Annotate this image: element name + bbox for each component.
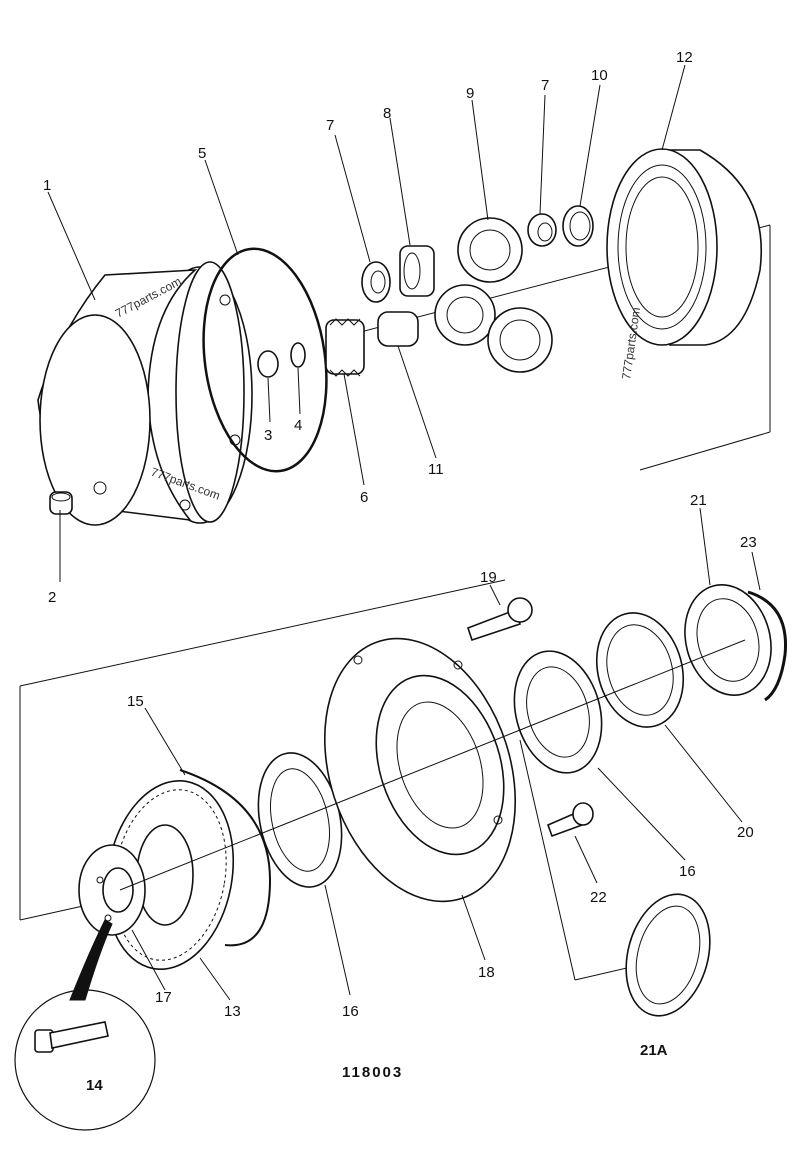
part-7-circlip-left: [361, 261, 391, 303]
label-17: 17: [155, 989, 172, 1006]
figure-number: 118003: [342, 1064, 403, 1081]
label-19: 19: [480, 569, 497, 586]
part-6-sun-gear: [325, 318, 365, 377]
part-5-o-ring: [202, 247, 328, 473]
label-16-right: 16: [679, 863, 696, 880]
label-18: 18: [478, 964, 495, 981]
part-1-hub-housing: [37, 261, 253, 526]
shaft-axis: [119, 639, 746, 891]
part-3-washer: [257, 350, 279, 378]
part-21a-seal: [625, 893, 711, 1017]
part-20-seal: [595, 612, 685, 728]
label-7-right: 7: [541, 77, 549, 94]
label-9: 9: [466, 85, 474, 102]
label-21: 21: [690, 492, 707, 509]
label-23: 23: [740, 534, 757, 551]
part-13-drive-ring: [105, 780, 235, 970]
part-21-seal: [684, 584, 772, 696]
part-8-needle-bearing: [399, 245, 435, 297]
label-7-left: 7: [326, 117, 334, 134]
part-11-spacer: [377, 311, 419, 347]
part-19-bolt: [466, 597, 533, 642]
label-11: 11: [428, 461, 444, 478]
part-17-flange-nut: [78, 844, 146, 936]
part-7-circlip-right: [527, 213, 557, 247]
label-6: 6: [360, 489, 368, 506]
label-16-left: 16: [342, 1003, 359, 1020]
lower-assembly-outline: [19, 579, 641, 981]
part-12-ring-gear: [606, 148, 762, 346]
label-13: 13: [224, 1003, 241, 1020]
label-10: 10: [591, 67, 608, 84]
part-labels: 1 2 3 4 5 6 7 8 9 7 10 11 12 13 14 15 16…: [43, 49, 757, 1094]
part-14-bolt-callout: [14, 919, 156, 1131]
part-4-circlip: [290, 342, 306, 368]
label-4: 4: [294, 417, 302, 434]
label-15: 15: [127, 693, 144, 710]
label-22: 22: [590, 889, 607, 906]
part-2-plug: [49, 491, 73, 515]
label-21a: 21A: [640, 1042, 668, 1059]
label-8: 8: [383, 105, 391, 122]
part-15-circlip: [179, 769, 272, 947]
part-22-bolt: [546, 802, 594, 838]
label-14: 14: [86, 1077, 103, 1094]
part-23-o-ring: [747, 590, 788, 702]
watermark-3: 777parts.com: [619, 306, 643, 380]
part-10-circlip: [562, 205, 594, 247]
leader-lines: [47, 64, 761, 1001]
label-5: 5: [198, 145, 206, 162]
label-3: 3: [264, 427, 272, 444]
label-1: 1: [43, 177, 51, 194]
label-20: 20: [737, 824, 754, 841]
part-16-bearing-right: [513, 650, 603, 774]
part-9-planet-gears: [434, 217, 553, 373]
label-12: 12: [676, 49, 693, 66]
label-2: 2: [48, 589, 56, 606]
